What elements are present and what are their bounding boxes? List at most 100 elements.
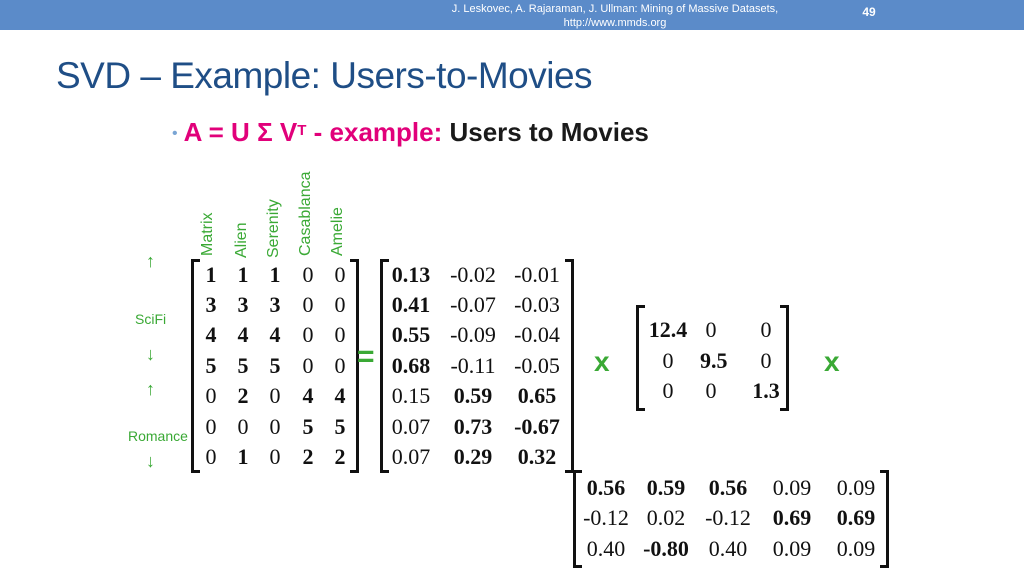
matrix-a-cell-r6-c4: 2 [334, 444, 346, 469]
matrix-sigma-cell-r0-c0: 12.4 [648, 317, 688, 342]
matrix-u-cell-r2-c1: -0.09 [450, 322, 496, 347]
matrix-u-cell-r0-c2: -0.01 [514, 262, 560, 287]
matrix-vt-cell-r2-c0: 0.40 [586, 536, 626, 561]
romance-up-arrow-icon: ↑ [146, 379, 155, 399]
matrix-u-cell-r4-c2: 0.65 [517, 383, 557, 408]
matrix-u-cell-r1-c2: -0.03 [514, 292, 560, 317]
matrix-u-cell-r3-c1: -0.11 [450, 353, 496, 378]
matrix-a-cell-r6-c3: 2 [302, 444, 314, 469]
matrix-a-cell-r3-c1: 5 [237, 353, 249, 378]
matrix-a-cell-r1-c4: 0 [334, 292, 346, 317]
matrix-vt-right-bracket [880, 470, 889, 568]
matrix-a-cell-r0-c2: 1 [269, 262, 281, 287]
movie-label-matrix: Matrix [199, 212, 216, 256]
matrix-sigma-cell-r0-c1: 0 [705, 317, 717, 342]
matrix-sigma-cell-r2-c1: 0 [705, 378, 717, 403]
times-sign-2: x [824, 346, 840, 377]
matrix-a-cell-r6-c0: 0 [205, 444, 217, 469]
matrix-sigma-cell-r1-c1: 9.5 [700, 348, 728, 373]
source-line-2: http://www.mmds.org [563, 17, 667, 29]
matrix-vt-left-bracket [573, 470, 582, 568]
matrix-a-left-bracket [191, 259, 200, 473]
matrix-u-right-bracket [565, 259, 574, 473]
matrix-a-cell-r1-c3: 0 [302, 292, 314, 317]
matrix-u-cell-r0-c1: -0.02 [450, 262, 496, 287]
matrix-sigma-cell-r1-c0: 0 [662, 348, 674, 373]
bullet-dot-icon: • [172, 125, 178, 143]
matrix-a-cell-r6-c1: 1 [237, 444, 249, 469]
formula-v: V [272, 117, 298, 147]
sigma-symbol: Σ [257, 117, 273, 147]
equals-sign: = [357, 340, 375, 373]
formula-a: A = U [183, 117, 258, 147]
matrix-sigma-cell-r1-c2: 0 [760, 348, 772, 373]
group-label-romance: Romance [128, 428, 188, 444]
matrix-u-cell-r3-c0: 0.68 [391, 353, 431, 378]
matrix-a-cell-r2-c2: 4 [269, 322, 281, 347]
times-sign-1: x [594, 346, 610, 377]
matrix-vt-cell-r2-c2: 0.40 [708, 536, 748, 561]
movie-label-alien: Alien [233, 222, 250, 258]
source-line-1: J. Leskovec, A. Rajaraman, J. Ullman: Mi… [451, 3, 779, 15]
matrix-a-cell-r4-c1: 2 [237, 383, 249, 408]
matrix-vt-cell-r1-c1: 0.02 [646, 505, 686, 530]
matrix-a-cell-r3-c3: 0 [302, 353, 314, 378]
matrix-a-cell-r2-c1: 4 [237, 322, 249, 347]
matrix-vt-cell-r1-c3: 0.69 [772, 505, 812, 530]
matrix-u-cell-r6-c2: 0.32 [517, 444, 557, 469]
source-citation: J. Leskovec, A. Rajaraman, J. Ullman: Mi… [380, 2, 850, 30]
matrix-u-cell-r1-c0: 0.41 [391, 292, 431, 317]
matrix-u-cell-r5-c2: -0.67 [514, 414, 560, 439]
movie-label-serenity: Serenity [265, 199, 282, 258]
scifi-down-arrow-icon: ↓ [146, 344, 155, 364]
matrix-a-cell-r0-c3: 0 [302, 262, 314, 287]
matrix-a-right-bracket [350, 259, 359, 473]
matrix-a-cell-r3-c4: 0 [334, 353, 346, 378]
matrix-a-cell-r5-c2: 0 [269, 414, 281, 439]
movie-label-casablanca: Casablanca [297, 171, 314, 257]
matrix-a-cell-r4-c3: 4 [302, 383, 314, 408]
matrix-a-cell-r4-c4: 4 [334, 383, 346, 408]
transpose-superscript: T [297, 122, 307, 139]
matrix-a-cell-r5-c3: 5 [302, 414, 314, 439]
romance-down-arrow-icon: ↓ [146, 451, 155, 471]
matrix-vt-cell-r1-c0: -0.12 [583, 505, 629, 530]
matrix-a-cell-r6-c2: 0 [269, 444, 281, 469]
slide-title: SVD – Example: Users-to-Movies [56, 55, 593, 96]
matrix-vt-cell-r2-c4: 0.09 [836, 536, 876, 561]
movie-label-amelie: Amelie [329, 207, 346, 256]
matrix-vt-cell-r2-c1: -0.80 [643, 536, 689, 561]
header-bar: J. Leskovec, A. Rajaraman, J. Ullman: Mi… [0, 0, 1024, 30]
matrix-u-cell-r1-c1: -0.07 [450, 292, 496, 317]
matrix-vt-cell-r0-c3: 0.09 [772, 475, 812, 500]
matrix-vt-cell-r1-c2: -0.12 [705, 505, 751, 530]
matrix-sigma-right-bracket [780, 305, 789, 411]
matrix-a-cell-r3-c0: 5 [205, 353, 217, 378]
matrix-vt-cell-r0-c0: 0.56 [586, 475, 626, 500]
matrix-vt-cell-r0-c1: 0.59 [646, 475, 686, 500]
matrix-vt-cell-r2-c3: 0.09 [772, 536, 812, 561]
matrix-u-cell-r3-c2: -0.05 [514, 353, 560, 378]
matrix-a-cell-r0-c0: 1 [205, 262, 217, 287]
matrix-u-cell-r5-c1: 0.73 [453, 414, 493, 439]
matrix-a-cell-r0-c1: 1 [237, 262, 249, 287]
matrix-sigma-cell-r2-c0: 0 [662, 378, 674, 403]
matrix-a-cell-r2-c4: 0 [334, 322, 346, 347]
scifi-up-arrow-icon: ↑ [146, 251, 155, 271]
matrix-a-cell-r2-c3: 0 [302, 322, 314, 347]
matrix-u-cell-r6-c1: 0.29 [453, 444, 493, 469]
matrix-u-cell-r2-c0: 0.55 [391, 322, 431, 347]
example-topic: Users to Movies [449, 117, 649, 147]
matrix-u-left-bracket [380, 259, 389, 473]
matrix-a-cell-r1-c1: 3 [237, 292, 249, 317]
matrix-u-cell-r0-c0: 0.13 [391, 262, 431, 287]
matrix-a-cell-r4-c2: 0 [269, 383, 281, 408]
matrix-u-cell-r5-c0: 0.07 [391, 414, 431, 439]
example-label: - example: [306, 117, 450, 147]
matrix-a-cell-r0-c4: 0 [334, 262, 346, 287]
matrix-vt-cell-r1-c4: 0.69 [836, 505, 876, 530]
page-number: 49 [862, 5, 876, 19]
matrix-sigma-left-bracket [636, 305, 645, 411]
matrix-u-cell-r4-c0: 0.15 [391, 383, 431, 408]
matrix-u-cell-r4-c1: 0.59 [453, 383, 493, 408]
